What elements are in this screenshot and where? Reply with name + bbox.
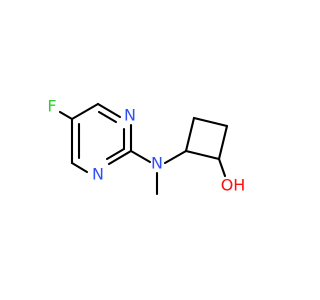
bond-cb3-cb4: [217, 124, 229, 161]
molecule-drawing: F N N N OH: [47, 97, 246, 196]
cyclobutane-ring: [184, 116, 229, 161]
bond-c2-amine: [129, 149, 152, 164]
bond-c2-n1: [107, 149, 133, 166]
fluorine-label: F: [47, 97, 56, 116]
bond-cb4-oh: [217, 157, 227, 178]
bond-cb4-cb1: [184, 149, 221, 161]
bond-cb2-cb3: [192, 116, 229, 128]
structure-diagram: F N N N OH: [47, 97, 246, 196]
nitrogen-amine-label: N: [151, 154, 163, 173]
bond-c2-n1-inner: [105, 147, 126, 161]
bond-c5-f: [58, 110, 74, 121]
bond-amine-cyclobutyl: [163, 149, 188, 165]
pyrimidine-ring: [70, 102, 133, 174]
hydroxyl-label: OH: [221, 176, 246, 195]
bond-n1-c6: [70, 161, 89, 174]
bond-c4-n3: [96, 102, 122, 119]
nitrogen-ring-top-label: N: [124, 106, 136, 125]
bond-cb1-cb2: [184, 116, 196, 153]
bond-c5-c4: [70, 102, 100, 121]
nitrogen-ring-bottom-label: N: [92, 165, 104, 184]
bond-c4-n3-inner: [97, 110, 118, 124]
